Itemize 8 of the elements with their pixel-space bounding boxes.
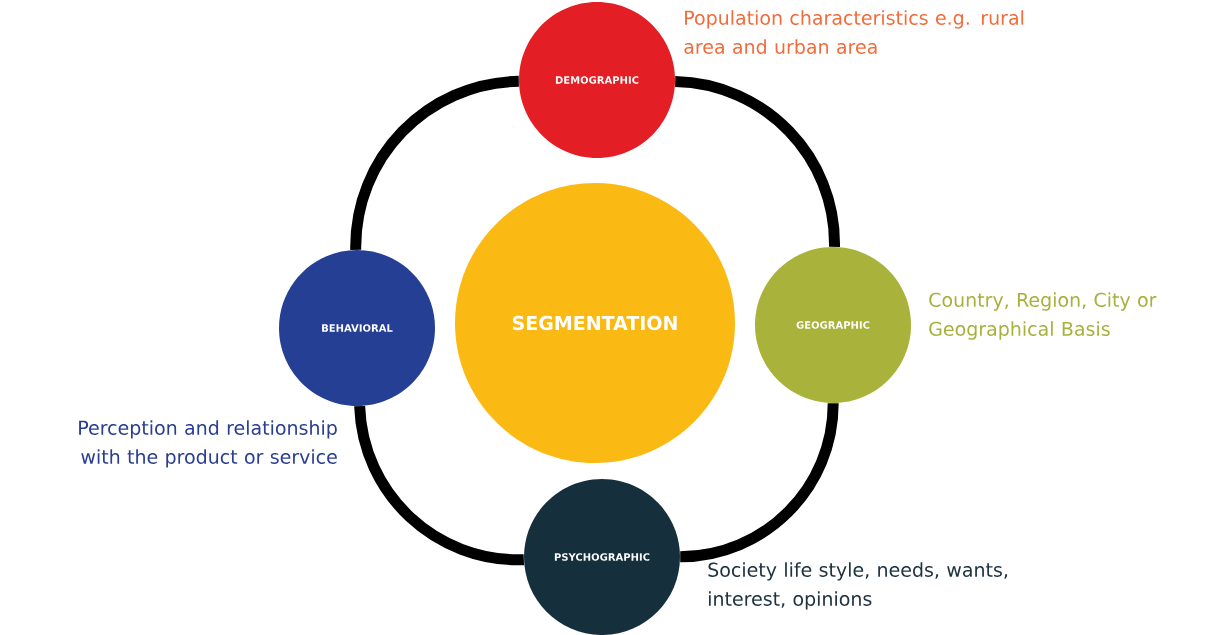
ring-arc	[354, 405, 524, 566]
description-text: Perception and relationship with the product or service	[79, 420, 337, 468]
ring-arc	[350, 75, 520, 251]
ring-arc	[674, 76, 840, 248]
description-text: Population characteristics e.g. rural area and urban area	[684, 10, 1024, 54]
description-text: Society life style, needs, wants, interest, opinions	[708, 562, 1008, 610]
description-text: Country, Region, City or Geographical Basis	[929, 292, 1157, 340]
ring-arc	[679, 402, 839, 563]
